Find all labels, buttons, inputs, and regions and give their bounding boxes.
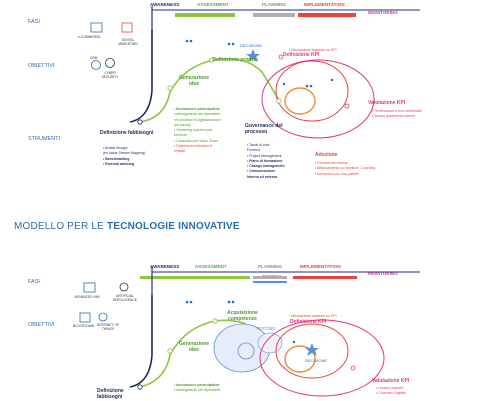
internet-of-things-icon	[98, 312, 108, 322]
node-decisione	[276, 98, 282, 104]
stage-definizione-fabbisogni-bottom: Definizione fabbisogni	[97, 388, 124, 400]
cyber-security-label: CYBER SECURITY	[101, 71, 119, 79]
node-priorita	[209, 57, 215, 63]
innovazione-list-bottom: • Innovazione partecipativa: coinvolgime…	[174, 383, 221, 393]
top-navy-curve	[129, 30, 153, 123]
stage-definizione-fabbisogni: Definizione fabbisogni	[100, 130, 154, 136]
top-pink-ellipse	[261, 59, 375, 139]
cyber-security-icon	[105, 58, 115, 68]
stage-definizione-priorita: Definizione priorità	[212, 57, 258, 63]
fabbisogni-list: • Analisi bisogni (es Value Stream Mappi…	[103, 146, 146, 166]
internet-of-things-label: INTERNET OF THINGS	[97, 323, 119, 331]
bottom-orange-ellipse	[284, 345, 316, 373]
kpi-baseline-text: • Misurazione baseline su KPI	[289, 48, 337, 52]
node-competenze-bottom	[212, 318, 218, 324]
stage-acquisizione-competenze-bottom: Acquisizione competenze	[227, 310, 258, 322]
stage-definizione-kpi: Definizione KPI	[283, 52, 320, 58]
phase-implementation-bottom: IMPLEMENTATION	[300, 264, 341, 269]
artificial-intelligence-label: ARTIFICIAL INTELLIGENCE	[113, 294, 137, 302]
top-orange-ellipse	[284, 87, 316, 115]
phase-planning-bottom: PLANNING	[258, 264, 282, 269]
bottom-bar-implementation	[293, 276, 357, 279]
governance-list: • Tavoli di conf. Fornitori • Project Ma…	[247, 143, 285, 179]
node-valutazione-bottom	[350, 365, 356, 371]
phase-monitoring-bottom: MONITORING	[368, 271, 398, 276]
label-fasi-bottom: FASI	[28, 279, 40, 285]
stage-generazione-idee: Generazione idee	[178, 75, 209, 87]
phase-assessment: ASSESSMENT	[197, 2, 229, 7]
decision-star-icon	[246, 49, 260, 62]
node-valutazione	[344, 103, 350, 109]
bottom-bar-testing	[253, 281, 287, 283]
phase-monitoring: MONITORING	[368, 10, 398, 15]
valutazione-list-bottom: • Lesson Learned • Cruscotto Digitale	[376, 386, 406, 396]
artificial-intelligence-icon	[119, 282, 129, 292]
adozione-list: • Formazione interna • Affiancamento sul…	[315, 161, 376, 176]
digital-marketing-label: DIGITAL MARKETING	[118, 38, 138, 46]
bottom-decision-star-icon	[305, 343, 319, 356]
node-kpi	[278, 54, 284, 60]
testing-cycle-icon	[237, 342, 255, 360]
crm-icon	[91, 60, 101, 70]
stage-valutazione-kpi-bottom: Valutazione KPI	[372, 378, 410, 384]
top-bar-implementation	[298, 13, 356, 17]
bottom-bar-planning	[253, 276, 287, 279]
label-fasi: FASI	[28, 19, 40, 25]
blockchain-label: BLOCKCHAIN	[73, 324, 95, 328]
stage-governance: Governance del processo	[245, 123, 283, 135]
top-red-ellipse	[275, 60, 349, 122]
ecommerce-label: e-COMMERCE	[78, 35, 101, 39]
ecommerce-icon	[90, 22, 103, 33]
phase-planning: PLANNING	[262, 2, 286, 7]
stage-definizione-kpi-bottom: Definizione KPI	[290, 319, 327, 325]
people-icons	[185, 39, 334, 88]
stage-decisione: DECISIONE	[240, 43, 263, 48]
bottom-green-curve	[139, 319, 261, 388]
phase-assessment-bottom: ASSESSMENT	[195, 264, 227, 269]
phase-implementation: IMPLEMENTATION	[304, 2, 345, 7]
node-idee-bottom	[167, 348, 173, 354]
bottom-diagram-graphics	[79, 267, 420, 397]
section-title-prefix: MODELLO PER LE	[14, 221, 108, 232]
digital-marketing-icon	[121, 22, 133, 33]
phase-awareness-bottom: AWARENESS	[150, 264, 180, 269]
node-fabbisogni-bottom	[137, 384, 143, 390]
top-diagram-graphics	[90, 6, 420, 139]
kpi-baseline-text-bottom: • Misurazione baseline su KPI	[289, 314, 337, 318]
section-title-bold: TECNOLOGIE INNOVATIVE	[107, 221, 240, 232]
node-idee	[167, 85, 173, 91]
valutazione-list: • Performance e non-conformità • Survey …	[372, 109, 422, 119]
label-obiettivi: OBIETTIVI	[28, 63, 55, 69]
stage-decisione-bottom: DECISIONE	[305, 358, 328, 363]
bottom-bar-assessment	[140, 276, 250, 279]
stage-valutazione-kpi: Valutazione KPI	[368, 100, 406, 106]
node-fabbisogni	[137, 119, 143, 125]
label-strumenti: STRUMENTI	[28, 136, 61, 142]
advanced-hmi-label: ADVANCED HMI	[74, 295, 100, 299]
blockchain-icon	[79, 312, 91, 323]
innovazione-list: • Innovazione partecipativa: coinvolgime…	[174, 107, 222, 153]
stage-adozione: Adozione	[315, 152, 338, 158]
bottom-people-icons	[185, 300, 296, 344]
bottom-red-ellipse	[275, 323, 349, 379]
phase-awareness: AWARENESS	[150, 2, 180, 7]
top-bar-assessment	[175, 13, 235, 17]
bottom-navy-curve	[129, 295, 153, 388]
label-obiettivi-bottom: OBIETTIVI	[28, 322, 55, 328]
section-title: MODELLO PER LE TECNOLOGIE INNOVATIVE	[14, 221, 240, 232]
advanced-hmi-icon	[83, 282, 96, 293]
stage-testing-bottom: TESTING	[256, 326, 276, 331]
top-bar-planning	[253, 13, 295, 17]
stage-generazione-idee-bottom: Generazione idee	[178, 341, 209, 353]
bottom-pink-ellipse	[259, 319, 385, 397]
crm-label: CRM	[90, 56, 98, 60]
